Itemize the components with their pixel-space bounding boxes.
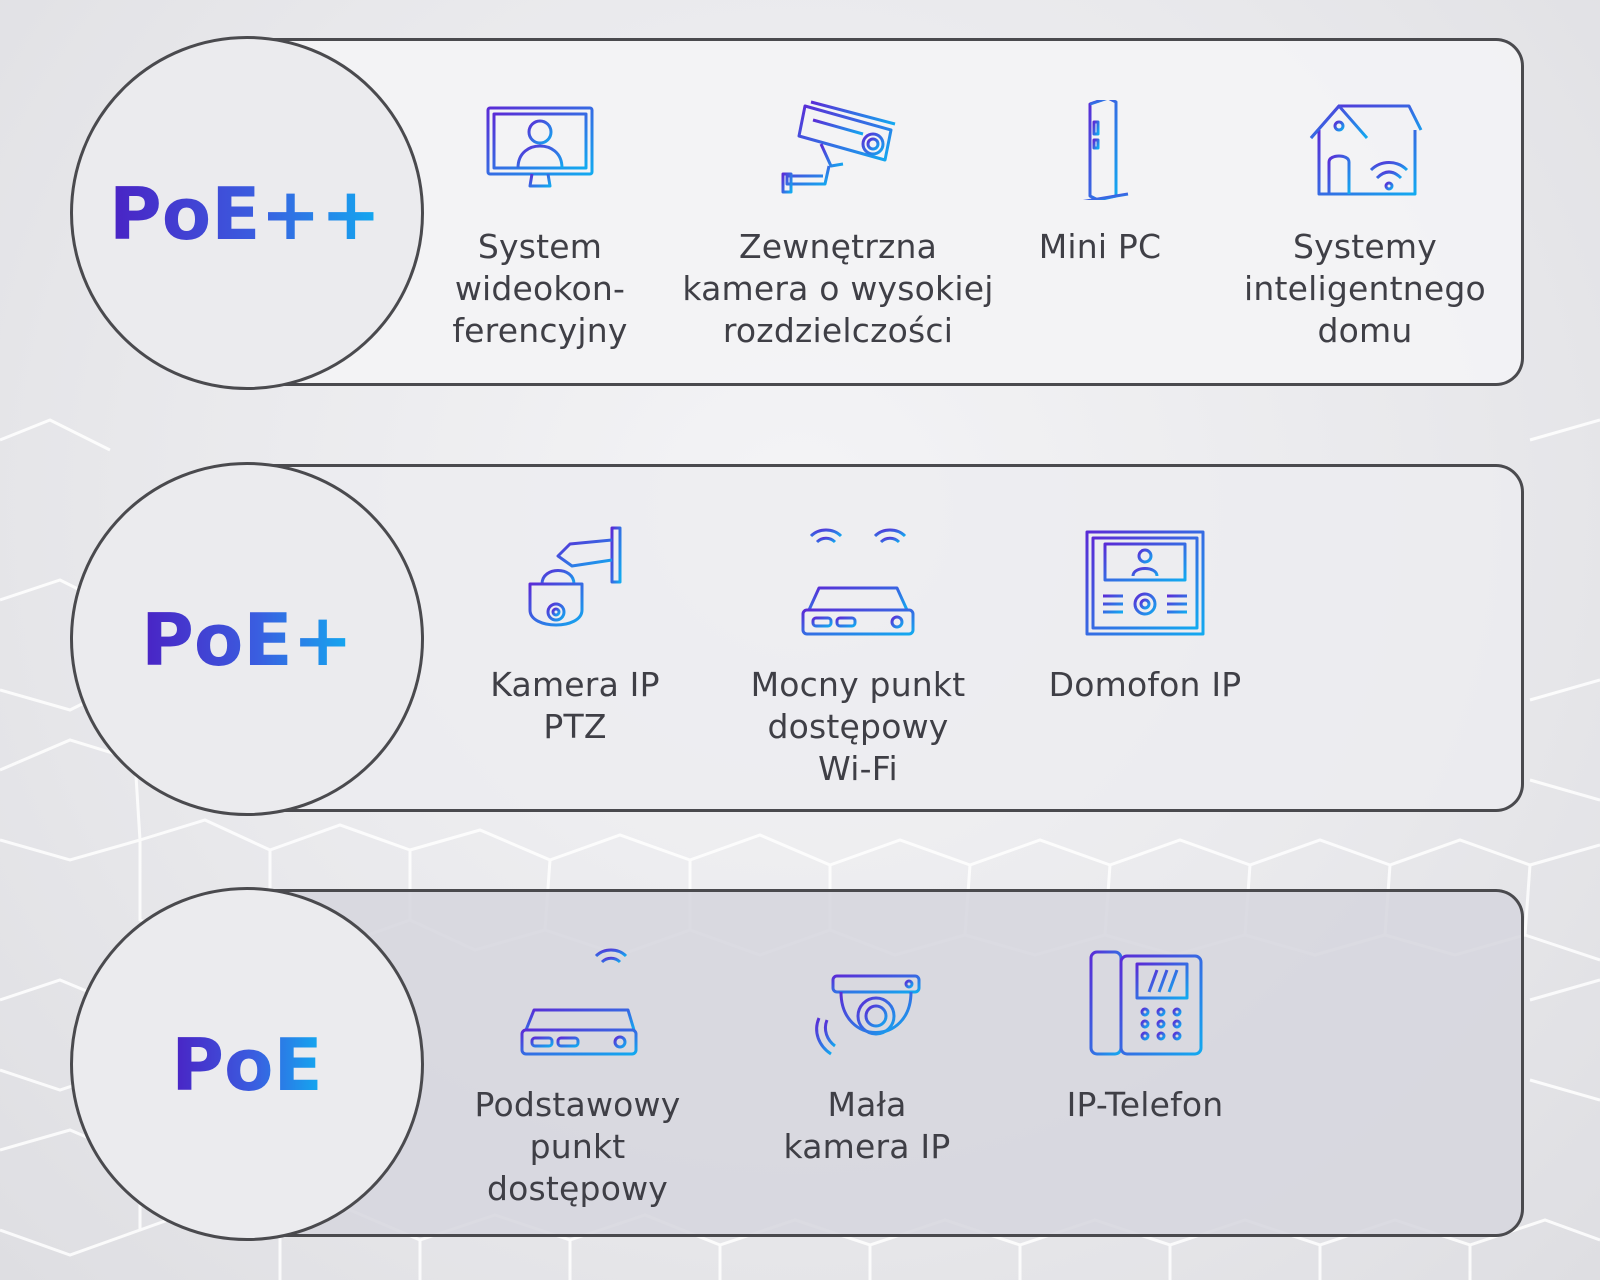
device-label: Mini PC [1038,227,1162,266]
video-conference-icon [486,106,594,192]
tier-badge-circle: PoE [70,887,424,1241]
device-label: Systemy inteligentnego domu [1244,227,1486,350]
device-label: IP-Telefon [1066,1085,1224,1124]
device-label: Podstawowy punkt dostępowy [474,1085,681,1208]
device-outdoor-camera: Zewnętrzna kamera o wysokiej rozdzielczo… [668,100,1008,352]
device-intercom: Domofon IP [1015,526,1275,706]
device-video-conference: System wideokon- ferencyjny [425,100,655,352]
tier-panel-poe [262,889,1524,1237]
device-label: System wideokon- ferencyjny [452,227,628,350]
device-label: Kamera IP PTZ [490,665,660,746]
dome-camera-icon [815,974,921,1056]
tier-panel-poe-plus [262,464,1524,812]
wifi-router-icon [801,528,915,636]
device-label: Zewnętrzna kamera o wysokiej rozdzielczo… [682,227,994,350]
device-label: Domofon IP [1048,665,1242,704]
device-label: Mocny punkt dostępowy Wi-Fi [750,665,966,788]
intercom-icon [1085,530,1205,636]
mini-pc-icon [1082,100,1129,200]
access-point-icon [520,948,637,1056]
tier-badge-circle: PoE++ [70,36,424,390]
device-label: Mała kamera IP [783,1085,951,1166]
tier-badge-text: PoE++ [109,172,381,256]
device-dome-camera: Mała kamera IP [752,946,982,1168]
outdoor-camera-icon [781,100,896,194]
device-ip-phone: IP-Telefon [1025,946,1265,1126]
smart-home-icon [1309,104,1423,196]
device-smart-home: Systemy inteligentnego domu [1215,100,1515,352]
ptz-camera-icon [528,526,622,627]
tier-badge-text: PoE [171,1023,322,1107]
tier-panel-poe-plus-plus [262,38,1524,386]
device-ptz-camera: Kamera IP PTZ [470,526,680,748]
device-wifi-router: Mocny punkt dostępowy Wi-Fi [728,526,988,790]
tier-badge-text: PoE+ [141,598,353,682]
device-access-point: Podstawowy punkt dostępowy [455,946,700,1210]
ip-phone-icon [1089,950,1203,1056]
tier-badge-circle: PoE+ [70,462,424,816]
device-mini-pc: Mini PC [1015,100,1185,268]
